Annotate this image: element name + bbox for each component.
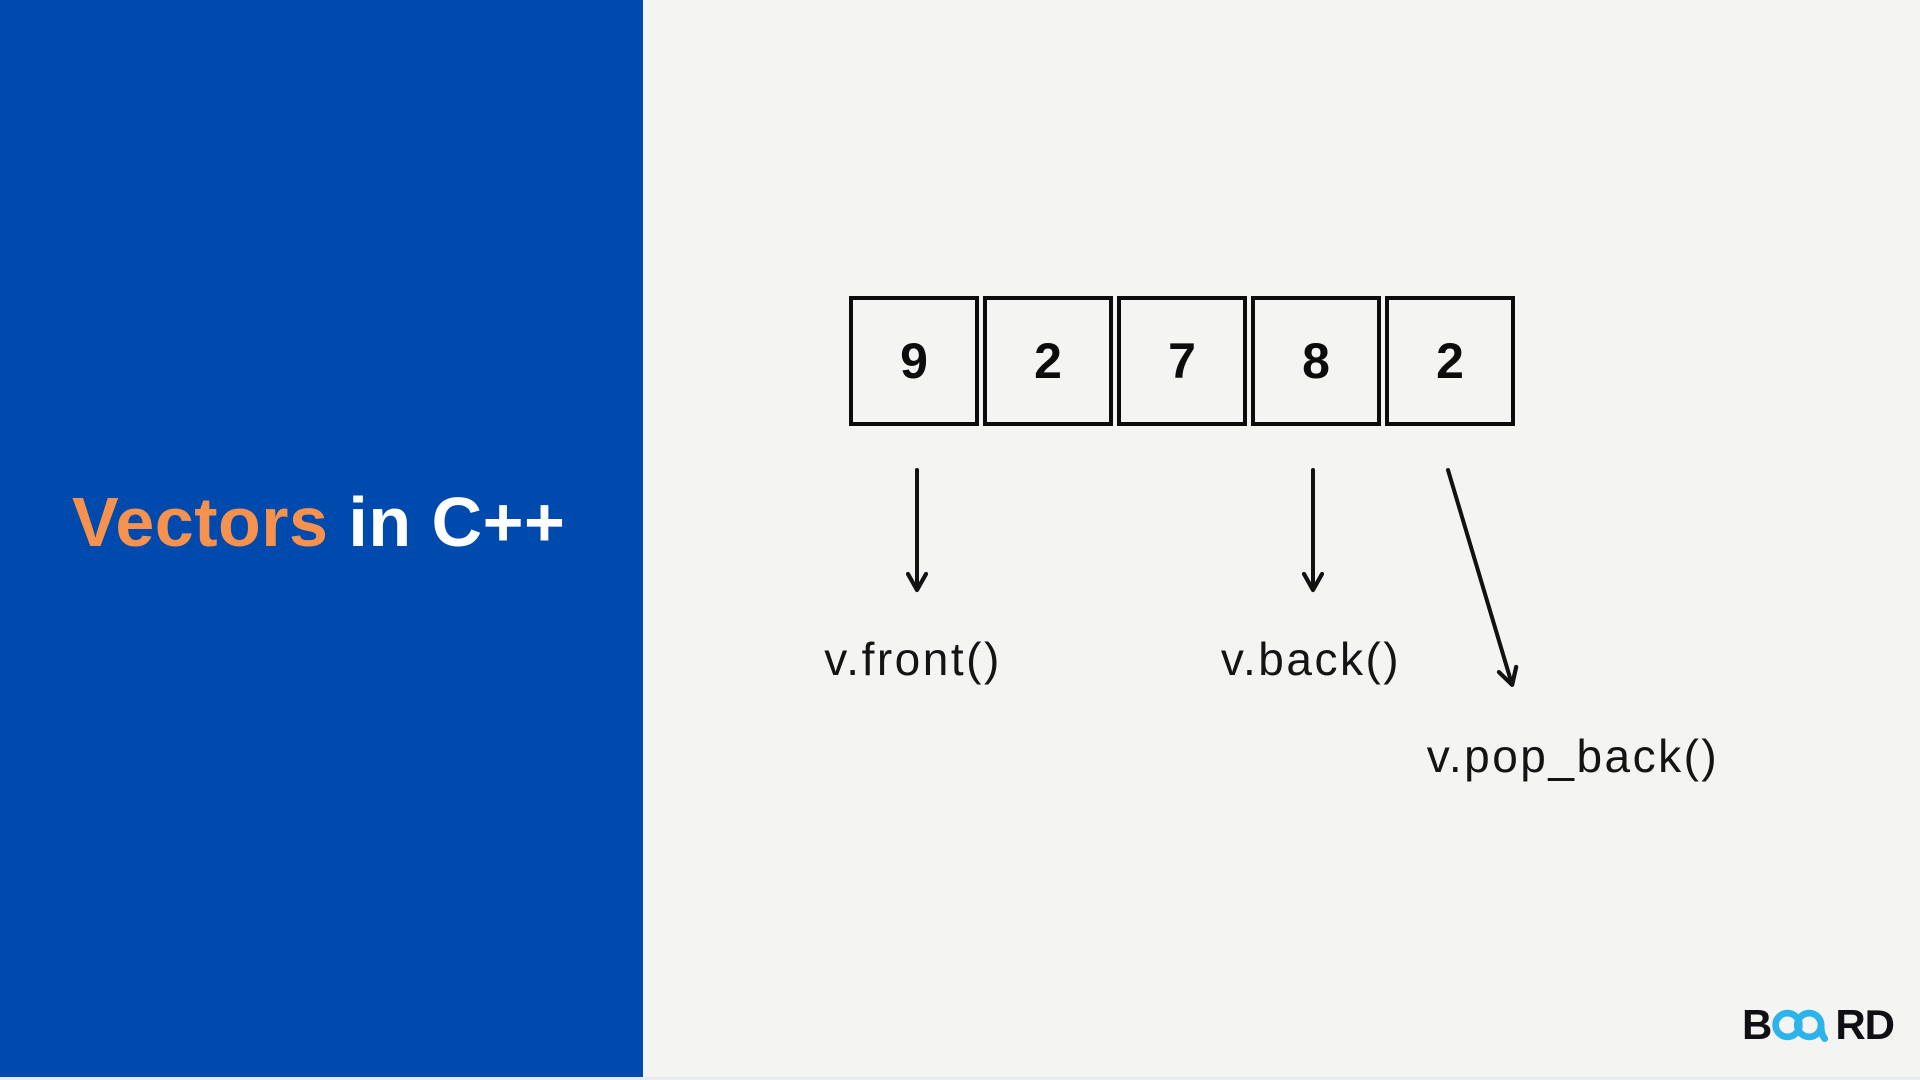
vector-cell-value: 8 [1302, 333, 1330, 389]
vector-cell-1: 2 [983, 296, 1113, 426]
label-v-pop-back: v.pop_back() [1426, 730, 1720, 782]
title-highlight: Vectors [72, 483, 329, 561]
vector-array: 9 2 7 8 2 [849, 296, 1515, 426]
title-panel [0, 0, 643, 1077]
label-v-front: v.front() [824, 633, 1002, 685]
infinity-icon [1772, 1009, 1829, 1042]
label-v-back: v.back() [1220, 633, 1402, 685]
title-rest: in C++ [328, 483, 566, 561]
vector-cell-4: 2 [1385, 296, 1515, 426]
vector-cell-value: 9 [900, 333, 928, 389]
slide-edge-strip [0, 1077, 1920, 1080]
page-title: Vectors in C++ [72, 487, 565, 557]
vector-cell-value: 7 [1168, 333, 1196, 389]
logo-suffix: RD [1835, 1001, 1895, 1048]
logo-prefix: B [1742, 1001, 1772, 1048]
vector-cell-value: 2 [1436, 333, 1464, 389]
board-logo: B RD [1742, 1001, 1895, 1048]
pop-back-arrow-icon [1446, 468, 1519, 687]
vector-cell-value: 2 [1034, 333, 1062, 389]
vector-cell-0: 9 [849, 296, 979, 426]
vector-cell-3: 8 [1251, 296, 1381, 426]
vector-cell-2: 7 [1117, 296, 1247, 426]
